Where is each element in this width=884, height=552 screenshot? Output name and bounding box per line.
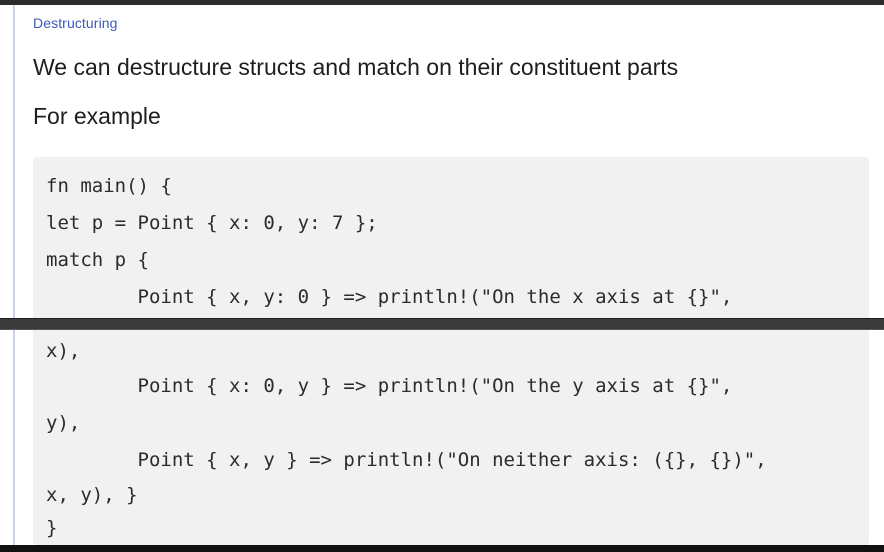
lead-paragraph: We can destructure structs and match on …: [33, 54, 679, 80]
code-line: y),: [46, 412, 81, 434]
bottom-frame-bar: [0, 545, 884, 552]
code-line: Point { x, y: 0 } => println!("On the x …: [46, 286, 733, 308]
code-block: fn main() { let p = Point { x: 0, y: 7 }…: [33, 157, 869, 545]
left-accent-rule: [13, 5, 15, 545]
code-line: let p = Point { x: 0, y: 7 };: [46, 212, 378, 234]
section-label: Destructuring: [33, 15, 118, 31]
code-line: match p {: [46, 249, 149, 271]
code-line: fn main() {: [46, 175, 172, 197]
code-line: x, y), }: [46, 484, 138, 506]
code-line: Point { x: 0, y } => println!("On the y …: [46, 375, 733, 397]
top-frame-bar: [0, 0, 884, 5]
screen-split-divider: [0, 318, 884, 330]
code-line: }: [46, 517, 58, 539]
example-intro: For example: [33, 103, 161, 129]
code-line: Point { x, y } => println!("On neither a…: [46, 449, 767, 471]
code-line: x),: [46, 340, 81, 362]
